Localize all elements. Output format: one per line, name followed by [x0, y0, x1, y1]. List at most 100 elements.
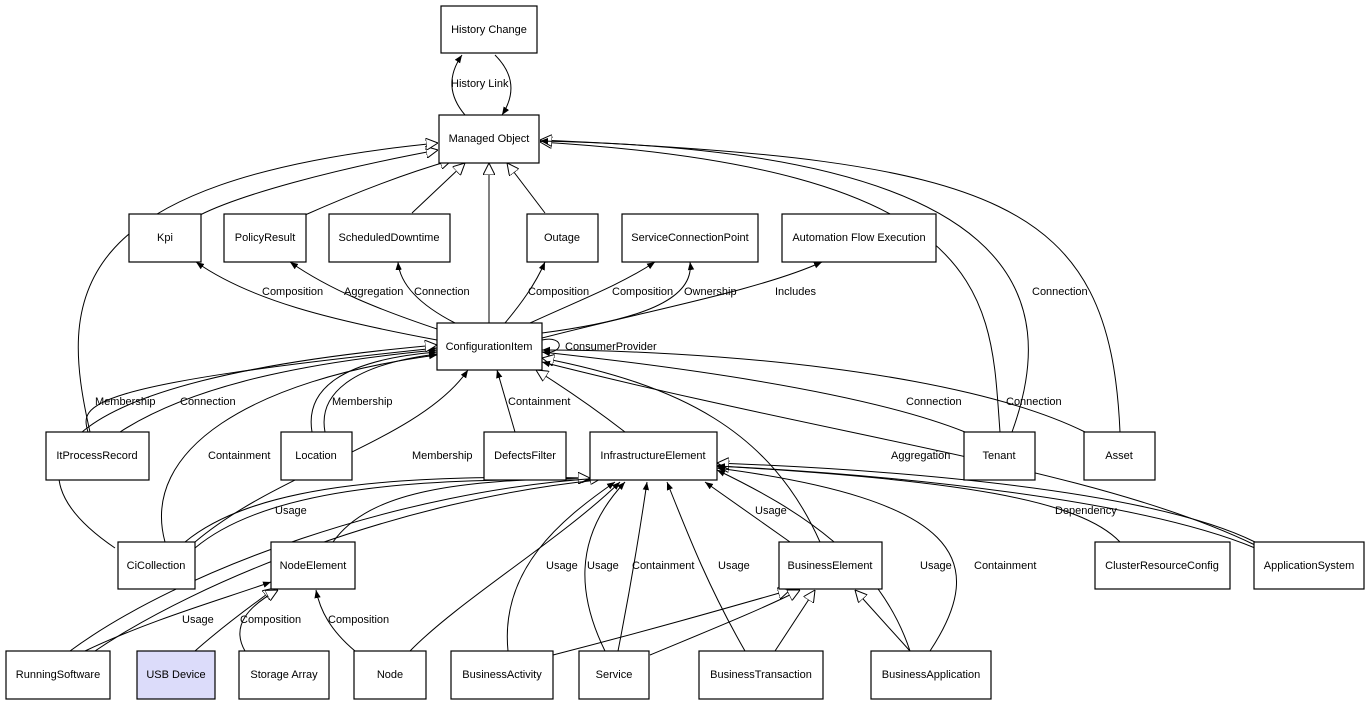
node-node-element[interactable]: NodeElement [270, 541, 356, 590]
edge-label: Connection [906, 396, 962, 408]
node-label: ApplicationSystem [1264, 560, 1355, 572]
edge-ci-kpi [195, 261, 438, 341]
node-asset[interactable]: Asset [1083, 431, 1156, 481]
node-storage-array[interactable]: Storage Array [238, 650, 330, 700]
edge-label: Usage [182, 614, 214, 626]
node-infrastructure-element[interactable]: InfrastructureElement [589, 431, 718, 481]
edge-label: Connection [414, 286, 470, 298]
edge-service-usage-infra [584, 481, 626, 652]
nodes: History Change Managed Object Kpi Policy… [5, 5, 1365, 700]
edge-label: Usage [275, 505, 307, 517]
edge-label: Usage [718, 560, 750, 572]
edge-label: Usage [755, 505, 787, 517]
node-label: Node [377, 669, 403, 681]
edge-ci-scp-composition [529, 261, 656, 324]
node-label: ServiceConnectionPoint [631, 232, 748, 244]
node-label: Asset [1105, 450, 1133, 462]
edge-label: Includes [775, 286, 816, 298]
edge-cicol-containment-ci [160, 352, 438, 543]
edge-itpr-membership-ci [85, 345, 438, 433]
edge-label: Composition [612, 286, 673, 298]
node-label: History Change [451, 24, 527, 36]
node-label: CiCollection [127, 560, 186, 572]
node-kpi[interactable]: Kpi [128, 213, 202, 263]
edge-node-usage-infra [409, 481, 621, 652]
node-policy-result[interactable]: PolicyResult [223, 213, 307, 263]
edge-tenant-connection-ci [541, 349, 966, 433]
edge-label: Usage [546, 560, 578, 572]
edge-service-containment-infra [617, 481, 650, 652]
node-it-process-record[interactable]: ItProcessRecord [45, 431, 150, 481]
edge-nodeelement-inherit-infra [332, 478, 590, 543]
edge-ci-scp-ownership [541, 261, 695, 334]
edge-label: Connection [1006, 396, 1062, 408]
edge-node-composition-nodeelement [314, 589, 356, 652]
edge-label: ConsumerProvider [565, 341, 657, 353]
node-scheduled-downtime[interactable]: ScheduledDowntime [328, 213, 451, 263]
edge-appsystem-aggregation-ci [541, 360, 1256, 546]
node-service[interactable]: Service [578, 650, 650, 700]
edge-activity-inherit-be [552, 590, 790, 656]
node-label: ConfigurationItem [446, 341, 533, 353]
node-label: BusinessActivity [462, 669, 542, 681]
edge-asset-connection-ci [541, 346, 1086, 433]
edge-ci-outage [504, 261, 546, 324]
node-usb-device[interactable]: USB Device [136, 650, 216, 700]
edge-tenant-connection-mo [539, 137, 1029, 433]
edge-app-containment-infra [716, 465, 958, 652]
node-cluster-resource-config[interactable]: ClusterResourceConfig [1094, 541, 1231, 590]
edge-label: Aggregation [891, 450, 950, 462]
node-node[interactable]: Node [353, 650, 427, 700]
edge-infra-inherit-ci [536, 370, 626, 433]
edge-service-inherit-be [649, 590, 800, 656]
edge-label: Containment [508, 396, 570, 408]
node-ci-collection[interactable]: CiCollection [117, 541, 196, 590]
node-label: ItProcessRecord [56, 450, 137, 462]
node-business-element[interactable]: BusinessElement [778, 541, 883, 590]
edge-itpr-inherit-mo [77, 143, 438, 433]
node-label: PolicyResult [235, 232, 296, 244]
edge-ci-policyresult [289, 261, 441, 331]
edge-labels: History Link Composition Aggregation Con… [95, 78, 1117, 626]
edge-asset-inherit-mo [540, 140, 1121, 433]
node-business-activity[interactable]: BusinessActivity [450, 650, 554, 700]
edge-cicol-usage-infra-a [184, 474, 591, 543]
node-business-application[interactable]: BusinessApplication [870, 650, 992, 700]
node-label: Storage Array [250, 669, 318, 681]
edge-storage-inherit-nodeelement [239, 590, 278, 652]
edge-appsystem-inherit-infra [717, 463, 1256, 543]
edge-policyresult-inherit-mo [304, 160, 452, 216]
node-label: ClusterResourceConfig [1105, 560, 1219, 572]
edge-label: Membership [412, 450, 473, 462]
edge-label: Containment [974, 560, 1036, 572]
edge-rs-usage-nodeelement [84, 581, 272, 652]
edge-downtime-inherit-mo [411, 163, 465, 214]
node-label: Tenant [982, 450, 1015, 462]
node-business-transaction[interactable]: BusinessTransaction [698, 650, 824, 700]
edge-tenant-inherit-mo [540, 142, 1001, 433]
edge-label: Connection [180, 396, 236, 408]
node-managed-object[interactable]: Managed Object [438, 114, 540, 164]
node-label: Managed Object [449, 133, 530, 145]
node-defects-filter[interactable]: DefectsFilter [483, 431, 567, 481]
node-outage[interactable]: Outage [526, 213, 599, 263]
edge-itpr-connection-ci [119, 347, 438, 433]
node-tenant[interactable]: Tenant [963, 431, 1036, 481]
edge-label: Composition [262, 286, 323, 298]
node-configuration-item[interactable]: ConfigurationItem [436, 322, 543, 371]
edge-label: Containment [632, 560, 694, 572]
node-label: USB Device [146, 669, 205, 681]
node-service-connection-point[interactable]: ServiceConnectionPoint [621, 213, 759, 263]
node-running-software[interactable]: RunningSoftware [5, 650, 111, 700]
edge-label: Containment [208, 450, 270, 462]
edge-transaction-usage-infra [666, 481, 746, 652]
edge-appsystem-dependency-infra [716, 463, 1256, 549]
node-label: Outage [544, 232, 580, 244]
node-automation-flow-execution[interactable]: Automation Flow Execution [781, 213, 937, 263]
edge-label: Ownership [684, 286, 737, 298]
edge-label: Composition [240, 614, 301, 626]
node-application-system[interactable]: ApplicationSystem [1253, 541, 1365, 590]
node-label: NodeElement [280, 560, 347, 572]
node-location[interactable]: Location [280, 431, 353, 481]
node-history-change[interactable]: History Change [440, 5, 538, 54]
